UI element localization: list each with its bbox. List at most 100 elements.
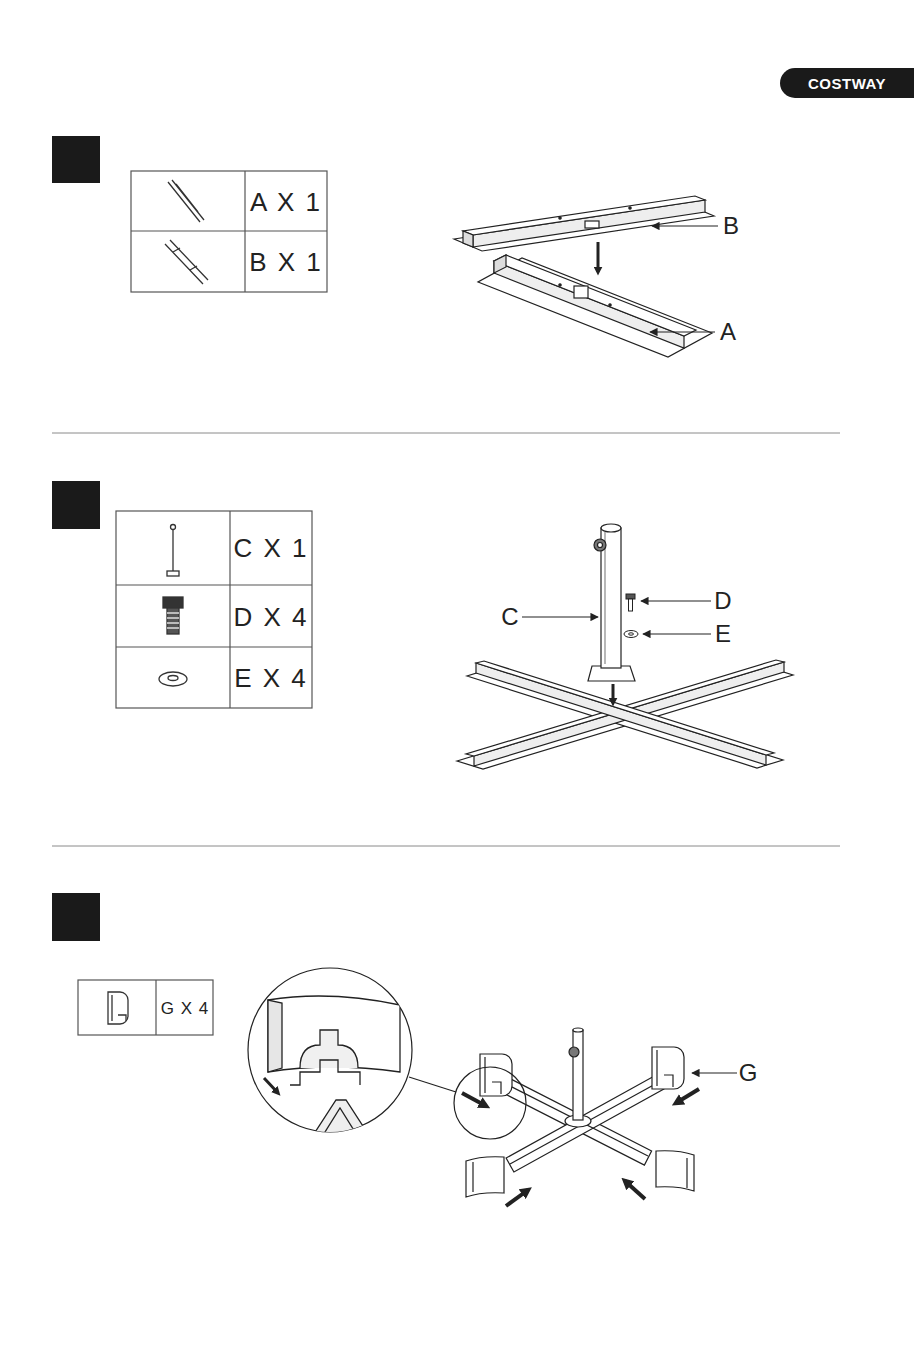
detail-view [320, 1108, 360, 1140]
umbrella-pole [594, 539, 606, 551]
leader-line [650, 226, 718, 332]
base-rail-a [494, 261, 684, 348]
part-letter: G [739, 1061, 758, 1085]
base-rail-b [454, 196, 714, 251]
brand-name: COSTWAY [808, 75, 886, 92]
leader-line [643, 633, 711, 634]
step-marker [52, 481, 100, 529]
part-icon [108, 992, 128, 1024]
base-rail-a [494, 255, 506, 273]
end-cap [652, 1047, 684, 1089]
assembly-arrow [597, 242, 600, 272]
part-letter: E [715, 622, 731, 646]
umbrella-pole [588, 524, 635, 681]
leader-line [641, 600, 711, 601]
part-icon [163, 597, 183, 608]
end-cap [485, 1057, 501, 1094]
leader-line [692, 1072, 737, 1073]
base-rail-a [494, 255, 696, 336]
part-letter: B [723, 214, 739, 238]
cross-base [457, 660, 793, 769]
detail-view [310, 1100, 372, 1140]
umbrella-pole [573, 1028, 583, 1032]
part-icon [112, 995, 126, 1021]
base-rail-b [463, 196, 705, 235]
assembly-arrow [612, 684, 615, 703]
parts-table [116, 511, 312, 708]
separator-line [52, 433, 840, 434]
parts-table [131, 230, 327, 231]
leader-line [522, 616, 598, 617]
detail-callout [409, 1077, 456, 1092]
parts-table [78, 980, 213, 1035]
part-icon [167, 613, 179, 628]
cross-base [510, 1082, 659, 1164]
part-letter: D [714, 589, 731, 613]
end-cap [657, 1050, 673, 1087]
detail-callout [248, 968, 412, 1132]
end-cap [652, 1047, 684, 1089]
umbrella-pole [573, 1030, 583, 1120]
umbrella-pole [598, 543, 603, 548]
base-rail-b [463, 231, 473, 247]
umbrella-pole [569, 1028, 583, 1120]
table-cell: G X 4 [161, 1000, 209, 1017]
end-cap [466, 1157, 504, 1197]
part-icon [171, 525, 176, 530]
leader-line [652, 225, 718, 226]
cross-base [474, 662, 784, 766]
end-cap [466, 1047, 694, 1197]
umbrella-pole [601, 524, 621, 532]
part-icon [172, 528, 173, 571]
part-icon [165, 240, 208, 284]
assembly-arrow [625, 1181, 645, 1199]
table-cell: C X 1 [233, 535, 308, 561]
separator-line [52, 846, 840, 847]
detail-view [290, 1060, 360, 1085]
parts-table [131, 171, 327, 292]
cross-base [506, 1075, 664, 1172]
table-cell: D X 4 [233, 604, 308, 630]
base-rail-b [473, 200, 705, 247]
base-rail-a [559, 284, 561, 286]
detail-view [264, 996, 400, 1140]
end-cap [466, 1157, 504, 1197]
table-cell: E X 4 [234, 665, 308, 691]
umbrella-pole [604, 532, 605, 664]
bolt-and-washer [624, 631, 638, 638]
umbrella-pole [569, 1047, 579, 1057]
detail-view [300, 1030, 358, 1068]
bolt-and-washer [624, 594, 638, 638]
parts-table [116, 584, 312, 585]
bolt-and-washer [629, 633, 634, 635]
bolt-and-washer [629, 599, 633, 611]
brand-tab: COSTWAY [780, 68, 914, 98]
base-rail-b [559, 217, 561, 219]
assembly-arrow [613, 684, 614, 703]
end-cap [480, 1054, 512, 1096]
part-letter: A [720, 320, 736, 344]
table-cell: B X 1 [249, 249, 323, 275]
assembly-arrow [676, 1089, 699, 1103]
table-cell: A X 1 [250, 189, 322, 215]
separator-line [52, 433, 840, 846]
end-cap [480, 1054, 512, 1096]
end-cap [686, 1158, 687, 1188]
base-rail-a [609, 304, 611, 306]
end-cap [656, 1151, 694, 1191]
step-marker [52, 893, 100, 941]
detail-view [268, 1000, 282, 1072]
step-marker [52, 136, 100, 941]
part-icon [168, 676, 178, 681]
bolt-and-washer [626, 594, 635, 599]
part-icon [167, 608, 179, 634]
end-cap [656, 1151, 694, 1191]
detail-callout [248, 968, 526, 1139]
assembly-arrow [598, 242, 599, 272]
parts-table [229, 511, 230, 708]
base-rail-a [478, 255, 712, 357]
base-rail-a [574, 286, 588, 298]
part-icon [168, 180, 204, 222]
